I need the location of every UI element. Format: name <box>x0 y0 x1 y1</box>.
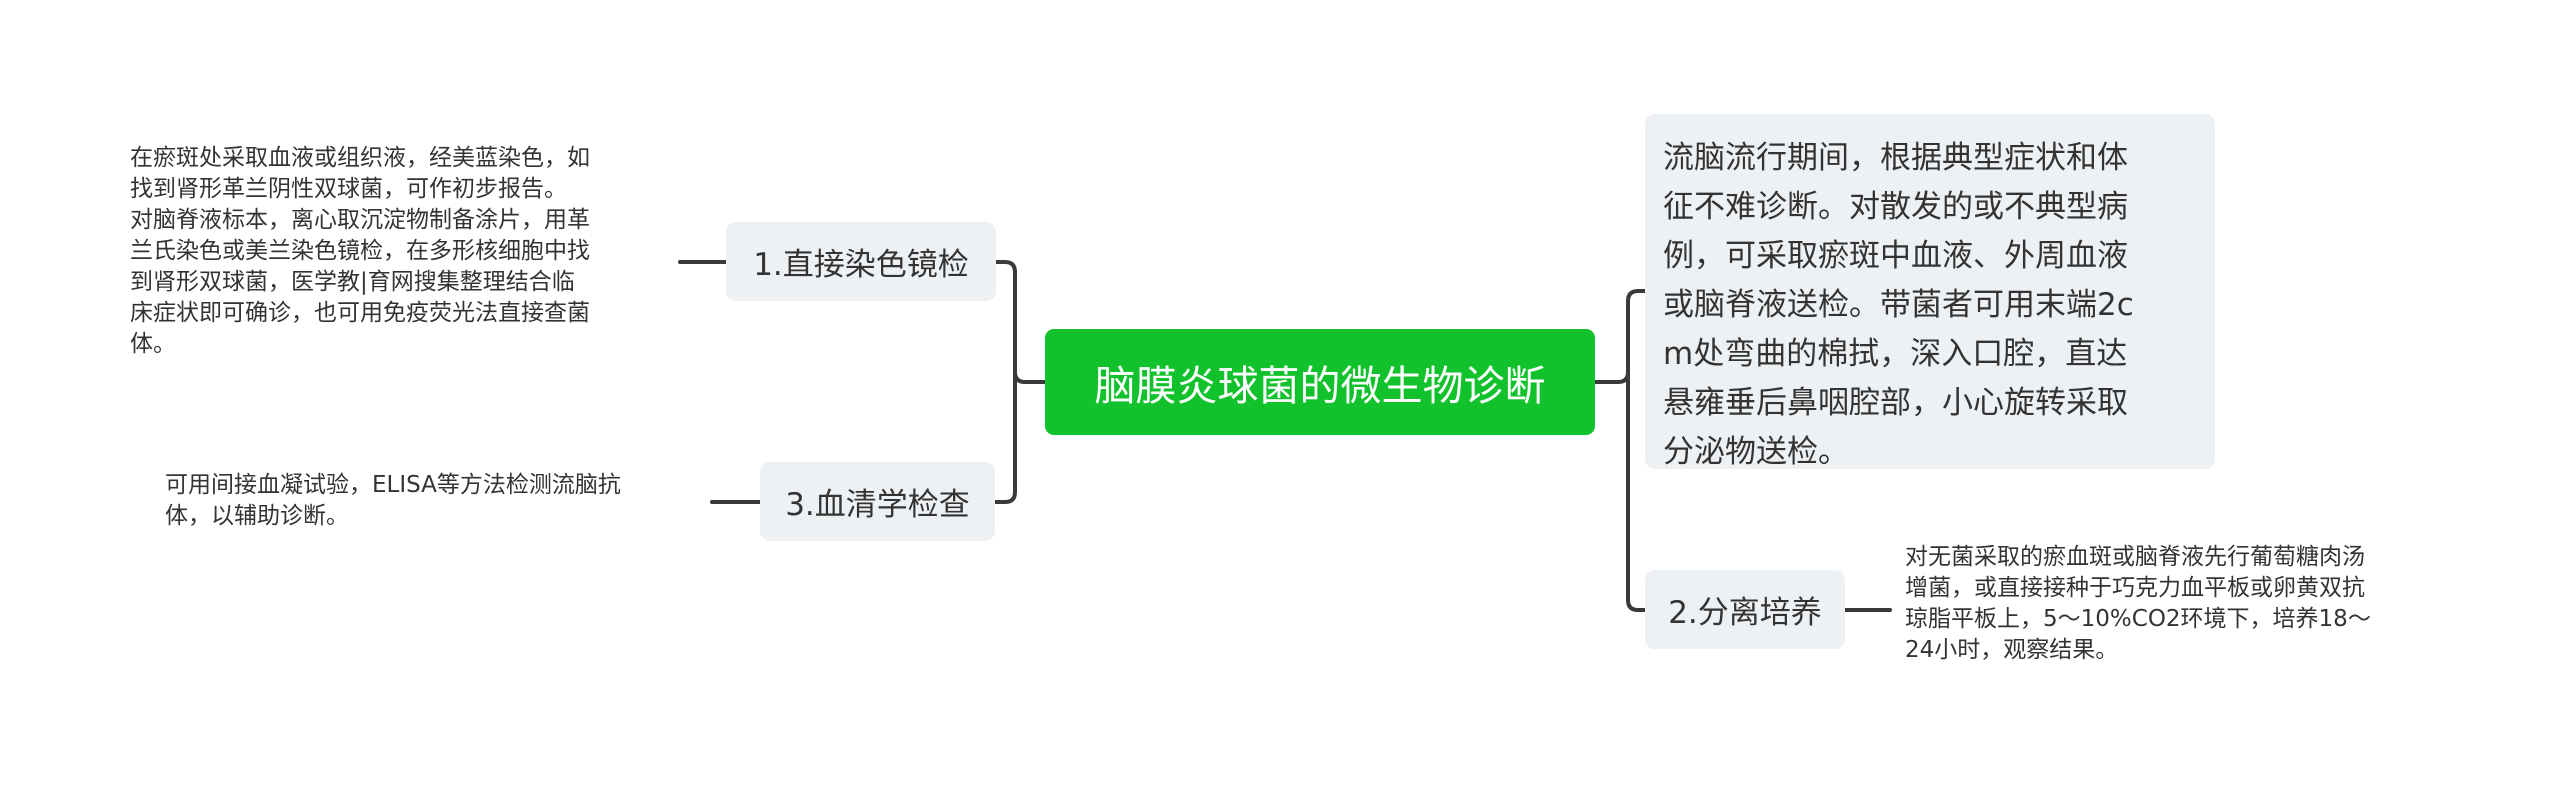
topic-line: 流脑流行期间，根据典型症状和体 <box>1663 140 2128 176</box>
topic-line: 分泌物送检。 <box>1663 434 1849 470</box>
branch-epidemic-diagnosis[interactable]: 流脑流行期间，根据典型症状和体 征不难诊断。对散发的或不典型病 例，可采取瘀斑中… <box>1645 114 2215 470</box>
leaf-serology[interactable]: 可用间接血凝试验，ELISA等方法检测流脑抗 体，以辅助诊断。 <box>165 470 710 532</box>
leaf-line: 可用间接血凝试验，ELISA等方法检测流脑抗 <box>165 472 621 498</box>
connector-center-left <box>994 260 1047 384</box>
leaf-line: 体。 <box>130 331 176 357</box>
leaf-line: 对无菌采取的瘀血斑或脑脊液先行葡萄糖肉汤 <box>1905 544 2365 570</box>
branch-culture[interactable]: 2.分离培养 <box>1645 570 1845 649</box>
leaf-line: 24小时，观察结果。 <box>1905 637 2119 663</box>
leaf-line: 增菌，或直接接种于巧克力血平板或卵黄双抗 <box>1905 575 2365 601</box>
branch-serology[interactable]: 3.血清学检查 <box>760 462 995 541</box>
topic-line: 征不难诊断。对散发的或不典型病 <box>1663 189 2128 225</box>
leaf-line: 找到肾形革兰阴性双球菌，可作初步报告。 <box>130 176 567 202</box>
branch-direct-stain[interactable]: 1.直接染色镜检 <box>726 222 996 301</box>
leaf-line: 体，以辅助诊断。 <box>165 503 349 529</box>
connector-center-left-lower <box>993 370 1017 504</box>
leaf-line: 兰氏染色或美兰染色镜检，在多形核细胞中找 <box>130 238 590 264</box>
topic-line: 或脑脊液送检。带菌者可用末端2c <box>1663 287 2134 323</box>
central-topic[interactable]: 脑膜炎球菌的微生物诊断 <box>1045 329 1595 435</box>
leaf-culture[interactable]: 对无菌采取的瘀血斑或脑脊液先行葡萄糖肉汤 增菌，或直接接种于巧克力血平板或卵黄双… <box>1905 542 2450 666</box>
leaf-line: 对脑脊液标本，离心取沉淀物制备涂片，用革 <box>130 207 590 233</box>
leaf-line: 到肾形双球菌，医学教|育网搜集整理结合临 <box>130 269 575 295</box>
topic-line: 悬雍垂后鼻咽腔部，小心旋转采取 <box>1663 385 2128 421</box>
leaf-line: 在瘀斑处采取血液或组织液，经美蓝染色，如 <box>130 145 590 171</box>
connector-center-right-lower <box>1626 370 1647 612</box>
topic-line: 例，可采取瘀斑中血液、外周血液 <box>1663 238 2128 274</box>
leaf-line: 床症状即可确诊，也可用免疫荧光法直接查菌 <box>130 300 590 326</box>
leaf-direct-stain[interactable]: 在瘀斑处采取血液或组织液，经美蓝染色，如 找到肾形革兰阴性双球菌，可作初步报告。… <box>130 143 675 360</box>
leaf-line: 琼脂平板上，5～10%CO2环境下，培养18～ <box>1905 606 2371 632</box>
topic-line: m处弯曲的棉拭，深入口腔，直达 <box>1663 336 2128 372</box>
connector-center-right <box>1593 289 1647 384</box>
